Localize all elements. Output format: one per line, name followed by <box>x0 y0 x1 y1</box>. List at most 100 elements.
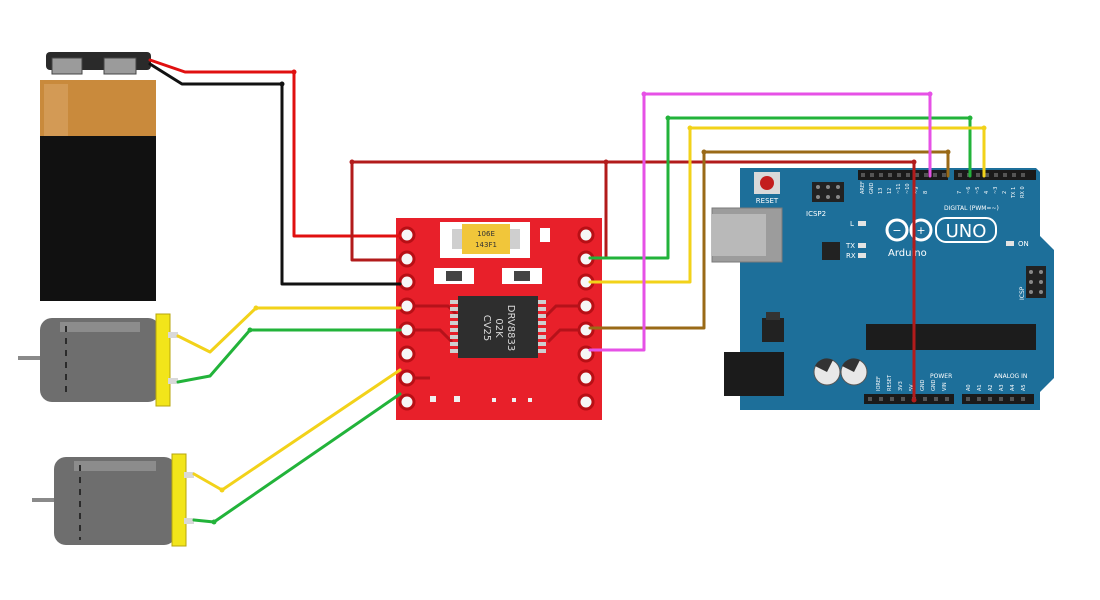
uno-label: UNO <box>946 221 987 242</box>
analog-pin-labels: A0 A1 A2 A3 A4 A5 <box>966 384 1027 391</box>
power-label: POWER <box>930 373 952 380</box>
capacitor-2-mark <box>842 358 860 372</box>
pin-label-11: ~11 <box>896 183 902 194</box>
pin-label-5: ~5 <box>975 187 981 194</box>
atmega-chip <box>866 324 1036 350</box>
arduino-infinity-logo <box>885 218 933 242</box>
aref-label: AREF <box>860 181 866 194</box>
wire-motor-a-green[interactable] <box>176 328 402 384</box>
driver-right-pads <box>577 226 595 411</box>
logo-plus: + <box>916 224 925 237</box>
power-jack[interactable] <box>724 352 784 396</box>
power-header <box>864 394 954 404</box>
icsp-label: ICSP <box>1019 286 1026 300</box>
driver-chip-label-2: 02K <box>493 318 504 338</box>
capacitor-1-mark <box>815 358 833 372</box>
driver-smd-resistor-2-core <box>514 271 530 281</box>
led-l <box>858 221 866 226</box>
motor-driver-board: 106E 143F1 DRV8833 02K CV25 <box>396 218 602 420</box>
arduino-uno-board: RESET ICSP2 AREF GND 13 12 ~11 ~10 ~9 8 … <box>711 168 1054 410</box>
pin-label-a0: A0 <box>966 384 972 391</box>
driver-cap-terminal-right <box>510 229 520 249</box>
motor-b-terminal-2 <box>184 518 194 524</box>
usb-connector-face <box>712 214 766 256</box>
gnd-top-label: GND <box>869 182 875 194</box>
driver-chip-text: DRV8833 02K CV25 <box>481 305 516 351</box>
power-pin-labels: IOREF RESET 3V3 5V GND GND VIN <box>876 374 948 391</box>
on-label: ON <box>1018 240 1029 248</box>
pin-label-7: 7 <box>957 191 963 194</box>
motor-b-terminal-cap <box>171 453 187 547</box>
driver-chip-label-3: CV25 <box>481 315 492 342</box>
motor-b-terminal-1 <box>184 472 194 478</box>
driver-capacitor <box>462 224 510 254</box>
icsp2-label: ICSP2 <box>806 210 826 218</box>
pin-label-gnd-2: GND <box>931 379 937 391</box>
wire-battery-positive[interactable] <box>148 58 402 238</box>
wire-motor-b-green[interactable] <box>192 392 402 524</box>
led-l-label: L <box>850 220 854 228</box>
dc-motor-a <box>18 313 178 407</box>
pin-label-tx1: TX 1 <box>1011 187 1017 199</box>
pin-label-a2: A2 <box>988 384 994 391</box>
wire-motor-a-yellow[interactable] <box>176 306 402 354</box>
pin-label-12: 12 <box>887 188 893 194</box>
led-on <box>1006 241 1014 246</box>
driver-cap-terminal-left <box>452 229 462 249</box>
pin-label-2: 2 <box>1002 191 1008 194</box>
dc-motor-b <box>32 453 194 547</box>
icsp-header <box>1026 266 1046 298</box>
digital-pin-labels: AREF GND 13 12 ~11 ~10 ~9 8 7 ~6 ~5 4 ~3… <box>860 181 1026 199</box>
driver-left-pads <box>398 226 416 411</box>
motor-a-terminal-cap <box>155 313 171 407</box>
pin-label-a1: A1 <box>977 384 983 391</box>
reset-button[interactable] <box>760 176 774 190</box>
pin-label-reset: RESET <box>887 374 893 391</box>
motor-b-highlight <box>74 461 156 471</box>
digital-header-left <box>858 170 948 180</box>
logo-minus: − <box>892 224 901 237</box>
battery-copper-highlight <box>44 84 68 136</box>
motor-a-terminal-1 <box>168 332 178 338</box>
driver-chip[interactable] <box>458 296 538 358</box>
driver-cap-label-2: 143F1 <box>475 241 497 249</box>
led-tx-label: TX <box>845 242 855 250</box>
analog-header <box>962 394 1034 404</box>
pin-label-vin: VIN <box>942 382 948 391</box>
driver-cap-label-1: 106E <box>477 230 495 238</box>
pin-label-8: 8 <box>923 191 929 194</box>
wire-motor-b-yellow[interactable] <box>192 368 402 492</box>
led-rx-label: RX <box>846 252 856 260</box>
pin-label-a4: A4 <box>1010 384 1016 391</box>
uno-badge <box>935 217 997 243</box>
driver-smd-resistor-1-core <box>446 271 462 281</box>
wire-endpoints <box>211 69 987 525</box>
motor-a-terminal-2 <box>168 378 178 384</box>
driver-chip-pins <box>450 300 546 353</box>
driver-chip-label-1: DRV8833 <box>505 305 516 351</box>
pin-label-13: 13 <box>878 188 884 194</box>
battery-terminal-positive <box>103 57 137 75</box>
reset-label: RESET <box>756 197 779 205</box>
motor-a-highlight <box>60 322 140 332</box>
pin-label-a3: A3 <box>999 384 1005 391</box>
pin-label-rx0: RX 0 <box>1020 186 1026 198</box>
battery-black-body <box>40 136 156 301</box>
pin-label-ioref: IOREF <box>876 376 882 391</box>
motor-b-body <box>54 457 176 545</box>
regulator <box>762 318 784 342</box>
bottom-header-holes <box>868 397 1025 401</box>
regulator-tab <box>766 312 780 320</box>
pin-label-4: 4 <box>984 191 990 194</box>
pin-label-9: ~9 <box>914 187 920 194</box>
led-rx <box>858 253 866 258</box>
usb-chip <box>822 242 840 260</box>
driver-smd-cap <box>540 228 550 242</box>
led-tx <box>858 243 866 248</box>
driver-solder-jumpers <box>430 396 532 402</box>
battery-terminal-negative <box>51 57 83 75</box>
icsp2-header <box>812 182 844 202</box>
pin-label-3: ~3 <box>993 187 999 194</box>
wire-battery-negative[interactable] <box>148 62 402 286</box>
